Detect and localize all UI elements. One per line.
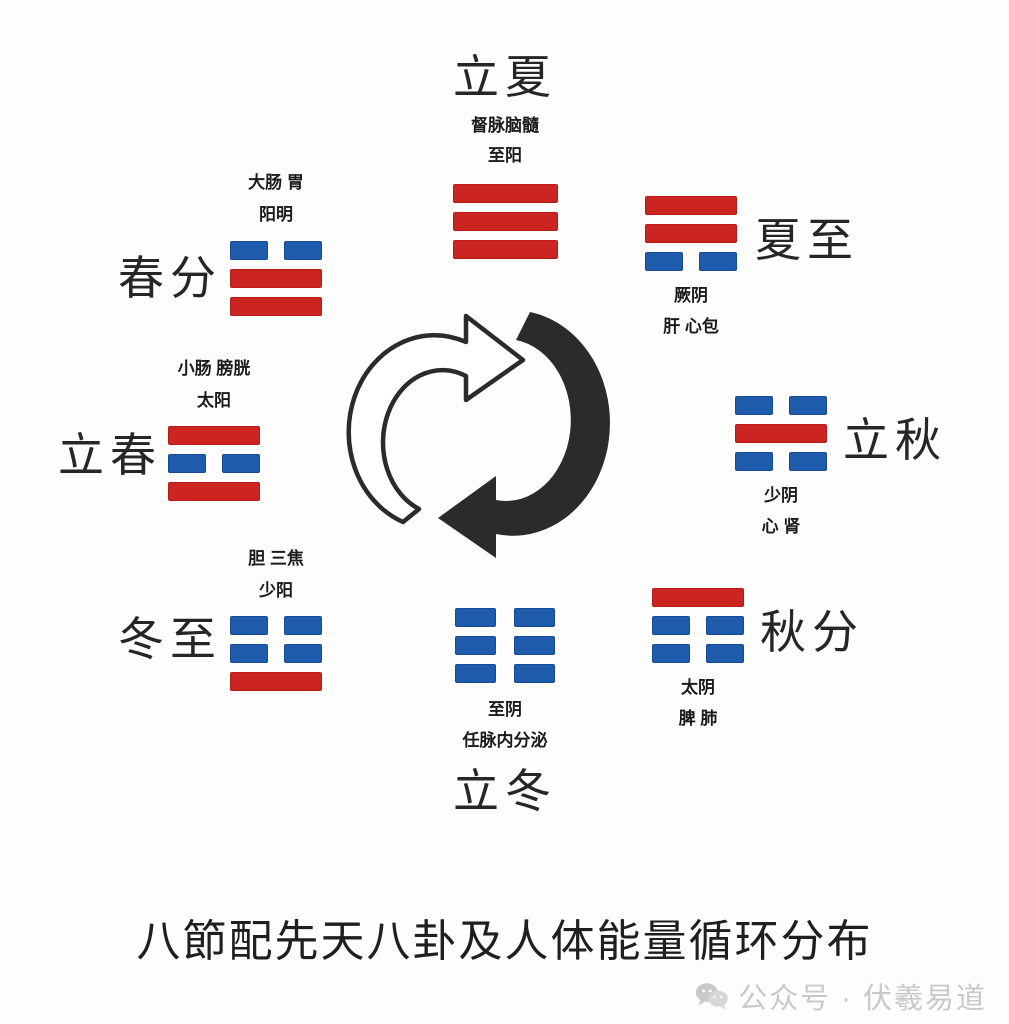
clockwise-outline-arrow (346, 313, 526, 525)
trigram-line-yin (455, 608, 555, 627)
note-lidong-2: 任脉内分泌 (462, 730, 548, 750)
counter-clockwise-solid-arrow (438, 312, 610, 558)
trigram-line-yin (230, 240, 322, 260)
trigram-line-yang (452, 183, 558, 203)
season-title-lixia: 立夏 (453, 52, 557, 103)
note-xiazhi-2: 肝 心包 (663, 316, 719, 336)
node-lichun: 立春 小肠 膀胱 太阳 (58, 358, 260, 501)
trigram-dui (230, 240, 322, 316)
trigram-line-yin (230, 615, 322, 635)
note-chunfen-1: 大肠 胃 (248, 173, 304, 192)
node-xiazhi: 厥阴 肝 心包 夏至 (645, 196, 859, 339)
trigram-line-yang (645, 224, 737, 243)
season-title-liqiu: 立秋 (843, 415, 947, 466)
node-liqiu: 少阴 心 肾 立秋 (735, 396, 947, 539)
trigram-gen (652, 588, 744, 663)
note-qiufen-1: 太阴 (681, 678, 715, 697)
trigram-line-yang (168, 481, 260, 501)
season-title-xiazhi: 夏至 (755, 215, 859, 266)
trigram-li (168, 425, 260, 501)
trigram-line-yang (452, 211, 558, 231)
note-lixia-1: 督脉脑髓 (471, 116, 539, 135)
note-chunfen-2: 阳明 (259, 204, 293, 224)
note-qiufen-2: 脾 肺 (678, 708, 718, 728)
note-xiazhi-1: 厥阴 (674, 286, 708, 305)
node-qiufen: 太阴 脾 肺 秋分 (652, 588, 864, 731)
trigram-kan (735, 396, 827, 471)
trigram-qian (452, 183, 558, 259)
trigram-line-yang (230, 671, 322, 691)
trigram-line-yin (652, 644, 744, 663)
trigram-line-yang (652, 588, 744, 607)
note-lixia-2: 至阳 (488, 145, 522, 165)
node-lixia: 立夏 督脉脑髓 至阳 (405, 55, 605, 259)
watermark: 公众号 · 伏羲易道 (695, 975, 987, 1017)
trigram-line-yin (455, 664, 555, 683)
note-dongzhi-1: 胆 三焦 (248, 549, 304, 568)
trigram-line-yang (735, 424, 827, 443)
diagram-caption: 八節配先天八卦及人体能量循环分布 (136, 917, 873, 966)
trigram-line-yin (455, 636, 555, 655)
note-liqiu-1: 少阴 (764, 486, 798, 505)
trigram-line-yang (230, 268, 322, 288)
trigram-line-yin (652, 616, 744, 635)
note-lichun-1: 小肠 膀胱 (177, 359, 251, 378)
energy-cycle-arrows (318, 282, 698, 622)
note-lidong-1: 至阴 (488, 700, 522, 719)
node-lidong: 至阴 任脉内分泌 立冬 (412, 608, 598, 815)
note-lichun-2: 太阳 (197, 390, 231, 410)
season-title-chunfen: 春分 (118, 252, 222, 304)
node-dongzhi: 冬至 胆 三焦 少阳 (118, 548, 322, 691)
trigram-line-yang (230, 296, 322, 316)
trigram-kun (455, 608, 555, 683)
note-dongzhi-2: 少阳 (259, 580, 293, 600)
trigram-line-yang (452, 239, 558, 259)
trigram-line-yin (168, 453, 260, 473)
wechat-icon (696, 983, 728, 1010)
season-title-qiufen: 秋分 (760, 607, 864, 658)
node-chunfen: 春分 大肠 胃 阳明 (118, 172, 322, 316)
season-title-dongzhi: 冬至 (118, 613, 222, 665)
trigram-line-yin (230, 643, 322, 663)
trigram-line-yin (735, 452, 827, 471)
trigram-line-yang (168, 425, 260, 445)
trigram-xun (645, 196, 737, 271)
note-liqiu-2: 心 肾 (761, 516, 801, 536)
trigram-line-yin (735, 396, 827, 415)
trigram-line-yang (645, 196, 737, 215)
watermark-text: 公众号 · 伏羲易道 (738, 983, 987, 1015)
season-title-lidong: 立冬 (453, 765, 557, 817)
season-title-lichun: 立春 (58, 429, 162, 481)
trigram-line-yin (645, 252, 737, 271)
trigram-zhen (230, 615, 322, 691)
